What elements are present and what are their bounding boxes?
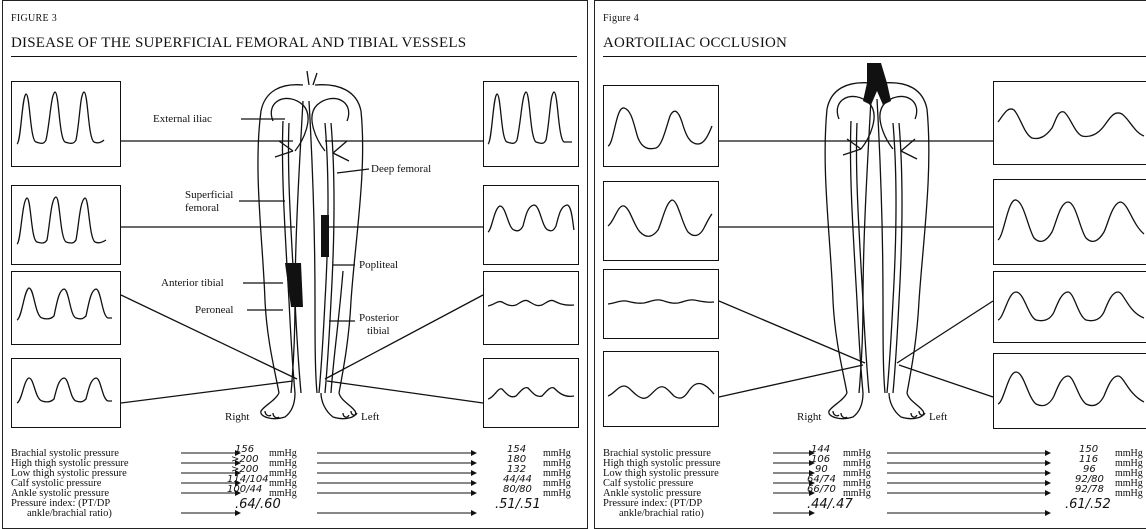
- label-anterior-tibial: Anterior tibial: [161, 277, 224, 289]
- label-posterior-tibial-line2: tibial: [367, 325, 390, 337]
- right-ankle-value: 100/44: [227, 484, 262, 495]
- figure-3-panel: FIGURE 3 DISEASE OF THE SUPERFICIAL FEMO…: [2, 0, 588, 529]
- label-superficial-femoral-line2: femoral: [185, 202, 219, 214]
- unit: mmHg: [1115, 488, 1143, 499]
- label-superficial-femoral-line1: Superficial: [185, 189, 233, 201]
- label-left: Left: [361, 411, 379, 423]
- figure-4-panel: Figure 4 AORTOILIAC OCCLUSION: [594, 0, 1146, 529]
- right-pressure-index: .44/.47: [807, 497, 853, 512]
- left-ankle-value: 92/78: [1075, 484, 1104, 495]
- label-left: Left: [929, 411, 947, 423]
- label-posterior-tibial-line1: Posterior: [359, 312, 399, 324]
- label-popliteal: Popliteal: [359, 259, 398, 271]
- label-external-iliac: External iliac: [153, 113, 212, 125]
- label-deep-femoral: Deep femoral: [371, 163, 431, 175]
- unit: mmHg: [543, 488, 571, 499]
- left-pressure-index: .51/.51: [495, 497, 541, 512]
- pressure-label-index-line2: ankle/brachial ratio): [27, 508, 112, 519]
- label-peroneal: Peroneal: [195, 304, 233, 316]
- left-pressure-index: .61/.52: [1065, 497, 1111, 512]
- right-pressure-index: .64/.60: [235, 497, 281, 512]
- left-ankle-value: 80/80: [503, 484, 532, 495]
- right-ankle-value: 66/70: [807, 484, 836, 495]
- label-right: Right: [225, 411, 249, 423]
- label-right: Right: [797, 411, 821, 423]
- pressure-label-index-line2: ankle/brachial ratio): [619, 508, 704, 519]
